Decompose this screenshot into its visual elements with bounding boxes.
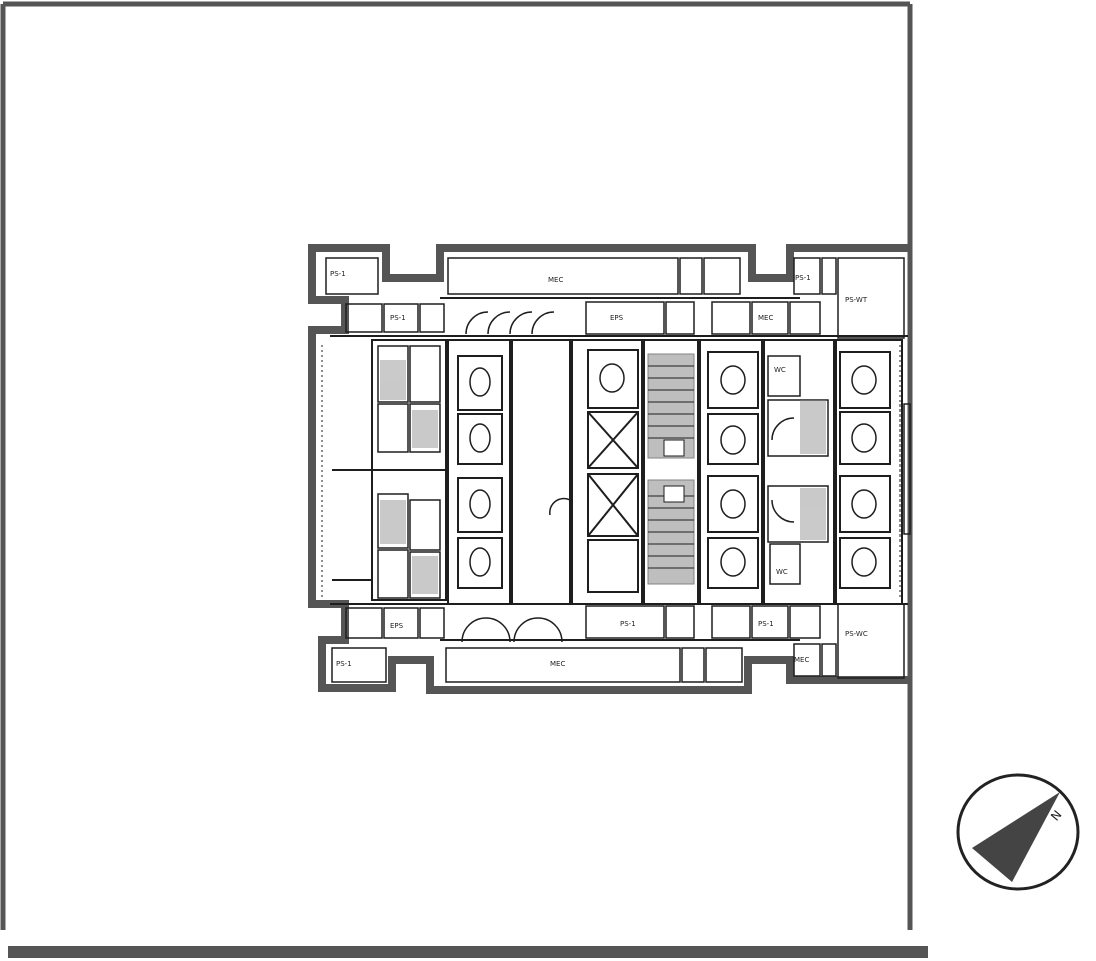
top-service-rooms bbox=[325, 257, 905, 339]
room-label: PS-1 bbox=[795, 274, 811, 282]
room-label: MEC bbox=[758, 314, 773, 322]
page-frame bbox=[0, 1, 913, 930]
room-label: MEC bbox=[550, 660, 565, 668]
room-label: EPS bbox=[390, 622, 404, 630]
north-arrow: N bbox=[956, 773, 1080, 891]
room-label: PS-WT bbox=[845, 296, 868, 304]
room-label: PS-1 bbox=[758, 620, 774, 628]
building-outer-wall bbox=[308, 244, 908, 694]
compartment-label: WC bbox=[774, 366, 786, 374]
bottom-border-bar bbox=[8, 946, 928, 958]
room-label: PS-WC bbox=[845, 630, 868, 638]
compartment-label: WC bbox=[776, 568, 788, 576]
right-wing-shading bbox=[800, 400, 826, 540]
left-wing-shading bbox=[380, 360, 438, 594]
fixture-cubicles bbox=[457, 349, 891, 589]
right-wing-rooms bbox=[767, 355, 829, 585]
room-label: PS-1 bbox=[336, 660, 352, 668]
bottom-service-rooms bbox=[331, 603, 905, 683]
door-swings bbox=[461, 311, 571, 643]
core-columns bbox=[371, 339, 903, 605]
compass-needle-icon bbox=[972, 792, 1060, 882]
stairs bbox=[647, 353, 695, 585]
compass-ring bbox=[956, 773, 1080, 891]
room-label: PS-1 bbox=[330, 270, 346, 278]
room-label: PS-1 bbox=[390, 314, 406, 322]
elevator-shafts bbox=[587, 411, 639, 593]
room-label: MEC bbox=[548, 276, 563, 284]
edge-details bbox=[903, 403, 911, 535]
bottom-room-labels: PS-1 EPS MEC PS-1 PS-1 MEC PS-WC bbox=[336, 620, 868, 668]
left-wing-rooms bbox=[377, 345, 441, 599]
top-room-labels: PS-1 MEC PS-1 EPS MEC PS-1 PS-WT bbox=[330, 270, 868, 322]
compass-north-label: N bbox=[1048, 808, 1064, 824]
room-label: PS-1 bbox=[620, 620, 636, 628]
room-label: EPS bbox=[610, 314, 624, 322]
compartment-labels: WC WC bbox=[774, 366, 788, 576]
fixture-symbols bbox=[469, 363, 877, 577]
room-label: MEC bbox=[794, 656, 809, 664]
